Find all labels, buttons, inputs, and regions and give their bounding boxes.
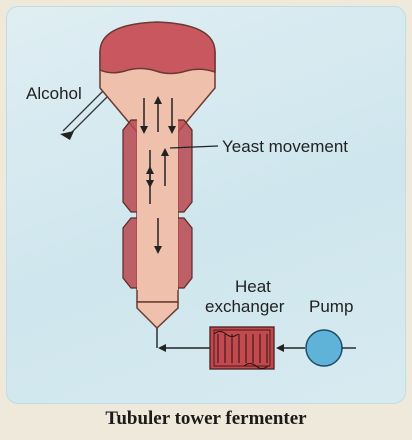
figure-caption: Tubuler tower fermenter [105,408,307,429]
recycle-pipe [156,328,305,352]
tower-bottom-cone [136,301,179,330]
heat-exchanger-label-line2: exchanger [205,297,285,316]
alcohol-label: Alcohol [26,84,82,103]
yeast-movement-arrows [140,96,176,254]
pump-icon [305,329,343,367]
pump-label: Pump [309,297,353,316]
heat-exchanger [209,326,275,370]
heat-exchanger-label-line1: Heat [235,277,271,296]
tower-top-liquid [99,21,216,75]
yeast-movement-leader [169,145,219,149]
yeast-movement-label: Yeast movement [222,137,348,156]
